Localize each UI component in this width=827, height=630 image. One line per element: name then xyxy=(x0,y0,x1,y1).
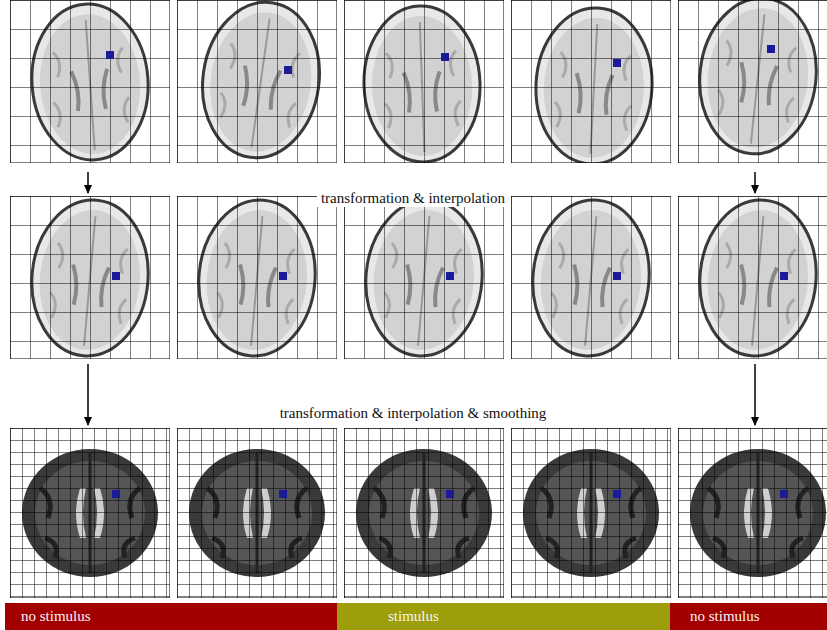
step-label: transformation & interpolation xyxy=(317,190,509,207)
stimulus-band: no stimulus xyxy=(5,603,337,630)
step-label: transformation & interpolation & smoothi… xyxy=(276,405,551,422)
band-label: stimulus xyxy=(382,608,445,625)
band-label: no stimulus xyxy=(15,608,97,625)
stimulus-band: stimulus xyxy=(337,603,670,630)
band-label: no stimulus xyxy=(684,608,766,625)
stimulus-band: no stimulus xyxy=(670,603,827,630)
